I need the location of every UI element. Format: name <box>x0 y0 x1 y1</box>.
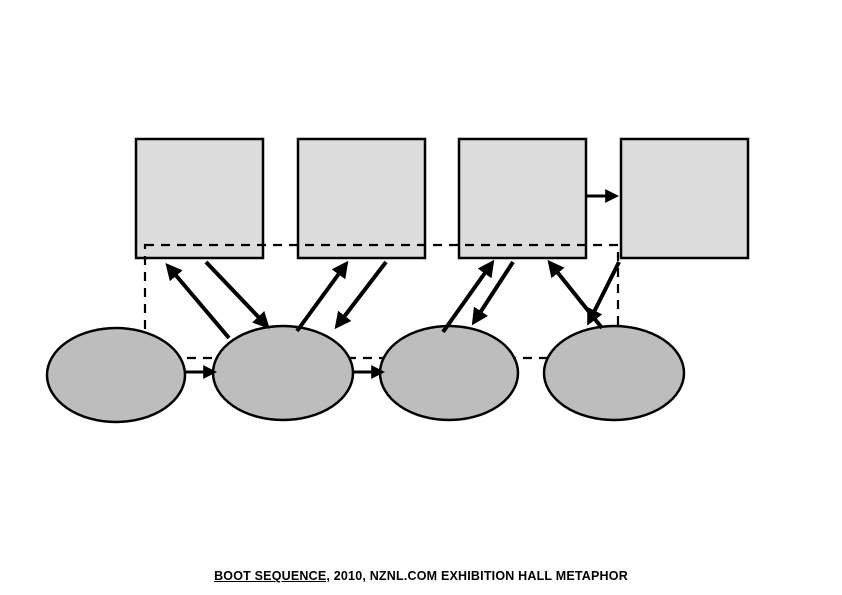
ellipse-node-2[interactable] <box>211 324 355 422</box>
dashed-boundary-region <box>143 243 620 360</box>
ellipse-node-1[interactable] <box>45 326 187 424</box>
ellipse-node-4[interactable] <box>542 324 686 422</box>
rect-node-2[interactable] <box>296 137 427 260</box>
diagonal-arrow-group-1 <box>165 260 270 340</box>
ellipse-node-3[interactable] <box>378 324 520 422</box>
rectangle-row <box>134 137 750 260</box>
arrow-ellipse4-to-rect3-icon <box>547 259 604 330</box>
diagonal-arrow-group-4 <box>547 259 621 330</box>
arrow-ellipse3-to-rect3-icon <box>441 259 495 334</box>
horizontal-arrow-group <box>185 189 620 379</box>
rect-node-1[interactable] <box>134 137 265 260</box>
arrow-ellipse2-to-rect1-icon <box>165 262 231 340</box>
arrow-rect3-to-ellipse4-icon <box>587 261 621 326</box>
arrow-ellipse2-to-rect2-icon <box>295 260 349 333</box>
diagram-caption: BOOT SEQUENCE, 2010, NZNL.COM EXHIBITION… <box>0 569 842 583</box>
arrow-rect3-to-ellipse3-icon <box>471 260 515 326</box>
diagonal-arrow-group-2 <box>295 260 388 333</box>
ellipse-row <box>45 324 686 424</box>
caption-title-part: BOOT SEQUENCE, <box>214 569 331 583</box>
arrow-rect2-to-ellipse2-icon <box>334 260 388 330</box>
rect-node-3[interactable] <box>457 137 588 260</box>
arrow-rect1-to-ellipse2-icon <box>204 260 270 329</box>
caption-detail-part: 2010, NZNL.COM EXHIBITION HALL METAPHOR <box>330 569 628 583</box>
rect-node-4[interactable] <box>619 137 750 260</box>
diagonal-arrow-group-3 <box>441 259 515 334</box>
